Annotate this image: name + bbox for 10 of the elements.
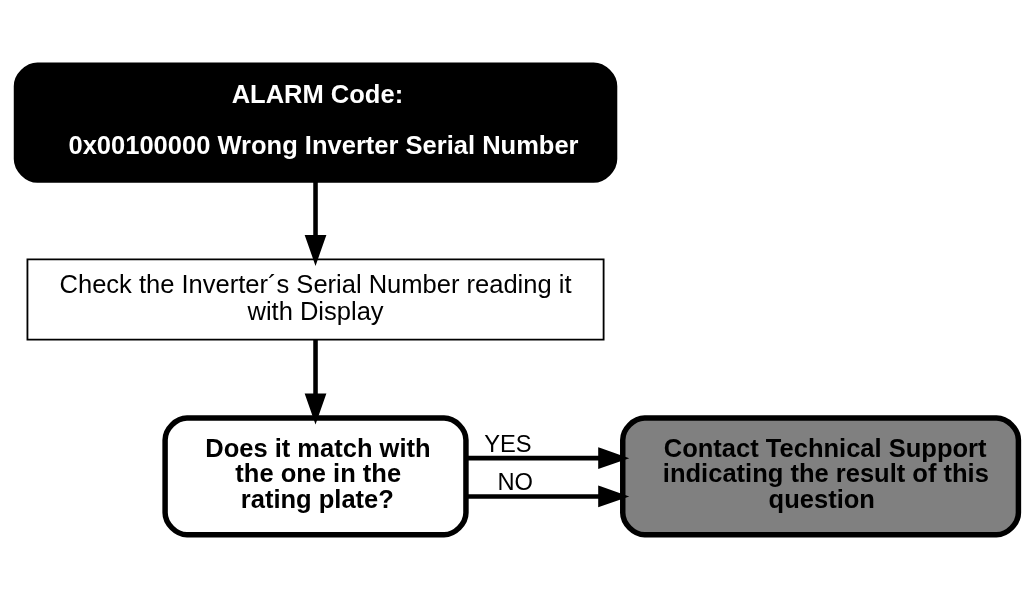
arrow [304, 180, 327, 266]
node-box: ALARM Code: 0x00100000 Wrong Inverter Serial Number [13, 61, 618, 183]
node-box: Check the Inverter´s Serial Number reading it with Display [26, 257, 605, 341]
arrow [466, 446, 630, 469]
node-box: Contact Technical Support indicating the result of this question [620, 414, 1022, 537]
edge-label: YES [484, 430, 532, 457]
node-box: Does it match with the one in the rating plate? [162, 414, 469, 537]
arrow [466, 485, 630, 507]
edge-label: NO [497, 468, 533, 495]
arrow [304, 339, 327, 424]
